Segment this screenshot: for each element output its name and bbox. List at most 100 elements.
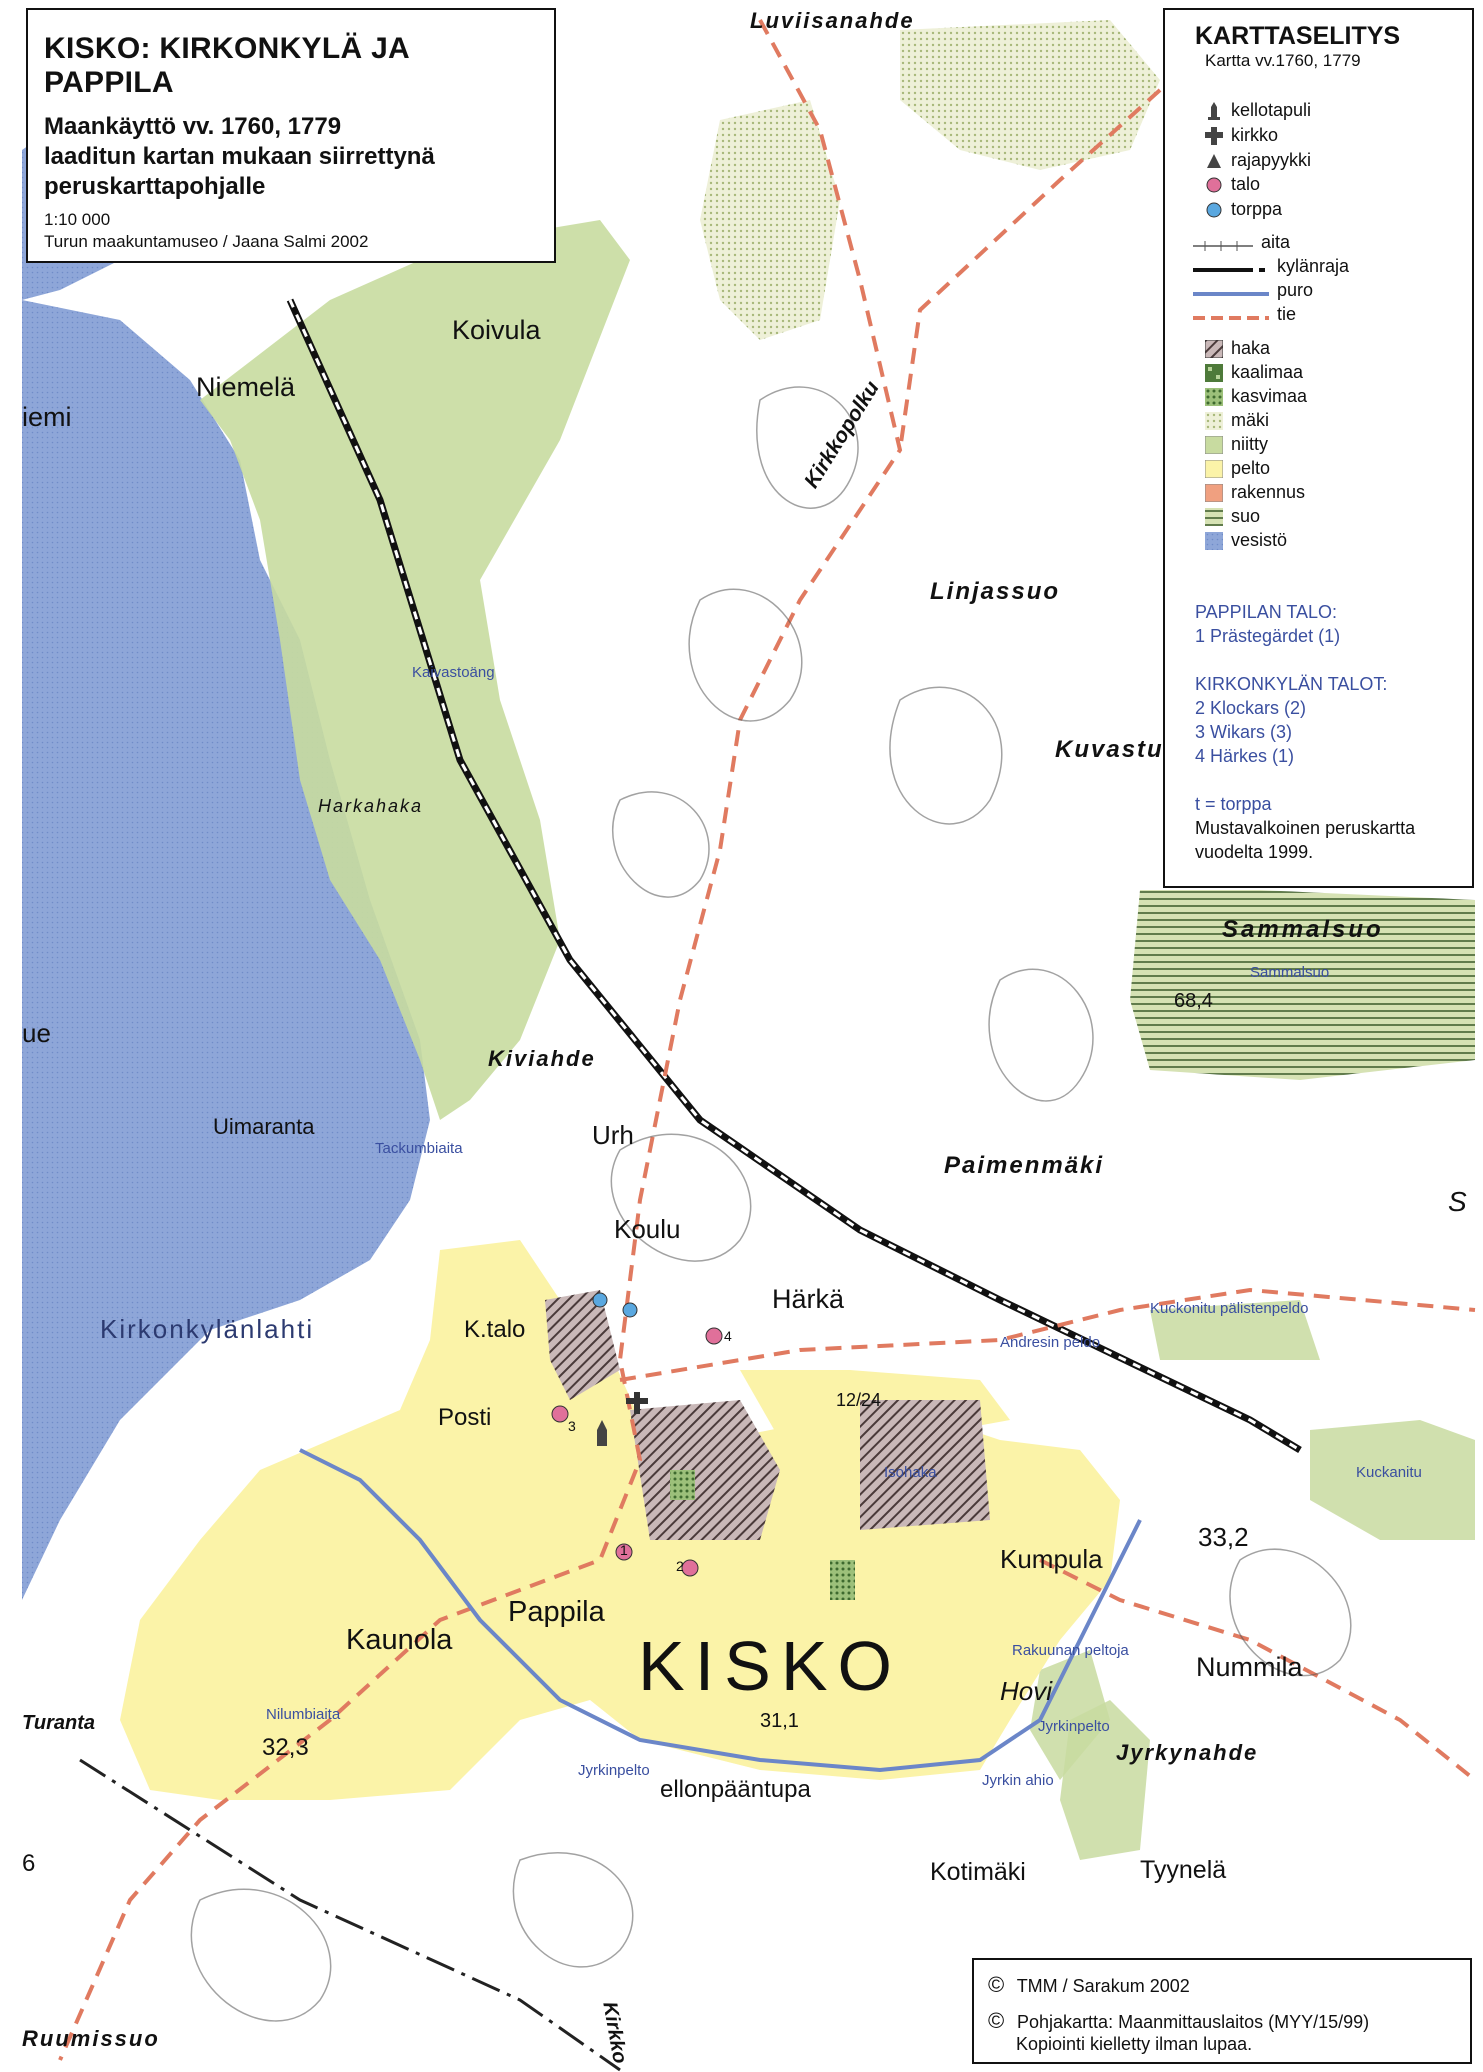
historic-label-jyrkinpelto-west: Jyrkinpelto: [578, 1762, 650, 1779]
stream-line-icon: [1193, 292, 1269, 296]
garden-patch: [830, 1560, 855, 1600]
title-box: KISKO: KIRKONKYLÄ JA PAPPILA Maankäyttö …: [26, 8, 556, 263]
bell-tower-marker: [597, 1420, 607, 1446]
church-marker: [626, 1392, 648, 1414]
map-subtitle-line-1: Maankäyttö vv. 1760, 1779: [44, 113, 342, 140]
historic-label-andresin-peldo: Andresin peldo: [1000, 1334, 1101, 1351]
map-label-uimaranta: Uimaranta: [213, 1114, 315, 1139]
legend-label-maki: mäki: [1231, 410, 1270, 430]
building-swatch-icon: [1205, 484, 1223, 502]
map-label-ue: ue: [22, 1018, 51, 1048]
legend-label-kellotapuli: kellotapuli: [1231, 100, 1312, 120]
historic-label-tackumbiaita: Tackumbiaita: [375, 1140, 463, 1157]
legend-label-rajapyykki: rajapyykki: [1231, 150, 1312, 170]
historic-label-sammalsuo: Sammalsuo: [1250, 964, 1330, 981]
village-border-line: [79, 1758, 621, 2072]
map-label-kiviahde: Kiviahde: [488, 1046, 596, 1071]
copyright-line-3: Kopiointi kielletty ilman lupaa.: [1016, 2034, 1253, 2054]
copyright-line-1: TMM / Sarakum 2002: [1016, 1976, 1190, 1996]
map-label-luviisanahde: Luviisanahde: [750, 8, 915, 33]
pasture-church: [630, 1400, 780, 1540]
fence-line-icon: [1193, 241, 1253, 251]
legend-label-torppa: torppa: [1231, 199, 1283, 219]
map-label-k-talo: K.talo: [464, 1316, 526, 1343]
croft-dot-icon: [1206, 202, 1222, 218]
map-label-urh: Urh: [592, 1120, 634, 1150]
stream-line: [299, 1448, 1142, 1773]
legend-label-aita: aita: [1261, 232, 1291, 252]
garden-patch-2: [670, 1470, 695, 1500]
lake-area: [22, 300, 430, 1600]
house-number-2: 2: [676, 1558, 684, 1574]
map-label-harkahaka: Harkahaka: [318, 796, 424, 816]
legend-pappila-item: 1 Prästegärdet (1): [1195, 626, 1341, 646]
copyright-line-2: Pohjakartta: Maanmittauslaitos (MYY/15/9…: [1017, 2012, 1370, 2032]
croft-marker: [622, 1302, 638, 1318]
meadow-east: [1150, 1300, 1320, 1360]
legend-subheading: Kartta vv.1760, 1779: [1205, 51, 1361, 70]
map-label-tyynela: Tyynelä: [1140, 1856, 1227, 1884]
legend-label-niitty: niitty: [1231, 434, 1269, 454]
map-label-iemi: iemi: [22, 402, 72, 432]
copyright-icon: ©: [988, 1972, 1005, 1997]
meadow-right: [1310, 1420, 1475, 1540]
bog-swatch-icon: [1205, 508, 1223, 526]
house-marker-4: [705, 1327, 723, 1345]
historic-road-east: [619, 1287, 1476, 1382]
legend-label-suo: suo: [1231, 506, 1261, 526]
pasture-isohaka: [860, 1400, 990, 1530]
meadow-area: [200, 220, 630, 1120]
boundary-marker-icon: [1207, 154, 1221, 168]
legend-label-talo: talo: [1231, 174, 1261, 194]
croft-marker: [592, 1292, 608, 1308]
map-label-sammalsuo: Sammalsuo: [1222, 916, 1384, 943]
pasture-north: [545, 1290, 620, 1400]
map-label-elevation-33-2: 33,2: [1198, 1522, 1249, 1552]
map-label-jyrkynahde: Jyrkynahde: [1116, 1740, 1259, 1765]
map-label-elevation-68-4: 68,4: [1174, 990, 1213, 1012]
cabbage-field-swatch-icon: [1205, 364, 1223, 382]
map-label-pappila: Pappila: [508, 1596, 605, 1628]
map-label-paimenmaki: Paimenmäki: [944, 1152, 1105, 1179]
hill-area-ne: [900, 20, 1160, 170]
map-label-koulu: Koulu: [614, 1214, 681, 1244]
map-label-kotimaki: Kotimäki: [930, 1858, 1026, 1886]
map-label-koivula: Koivula: [452, 315, 541, 345]
field-area: [120, 1240, 1120, 1800]
map-label-kaunola: Kaunola: [346, 1624, 453, 1656]
legend-label-kaalimaa: kaalimaa: [1231, 362, 1304, 382]
copyright-box: © TMM / Sarakum 2002 © Pohjakartta: Maan…: [972, 1958, 1472, 2064]
map-credit: Turun maakuntamuseo / Jaana Salmi 2002: [44, 232, 369, 251]
historic-label-isohaka: Isohaka: [884, 1464, 937, 1481]
map-label-12-24: 12/24: [836, 1390, 882, 1410]
historic-road-se: [1039, 1558, 1477, 1782]
road-line-icon: [1193, 316, 1269, 320]
historic-label-nilumbiaita: Nilumbiaita: [266, 1706, 341, 1723]
hill-area-north: [700, 100, 840, 340]
map-label-niemela: Niemelä: [196, 372, 296, 402]
map-label-posti: Posti: [438, 1404, 492, 1431]
map-scale: 1:10 000: [44, 210, 111, 229]
legend-base-note-line-2: vuodelta 1999.: [1195, 842, 1314, 862]
village-border-icon: [1193, 268, 1265, 272]
map-label-elevation-32-3: 32,3: [262, 1734, 309, 1761]
map-label-6: 6: [22, 1850, 36, 1877]
map-label-ruumissuo: Ruumissuo: [22, 2026, 160, 2051]
map-label-kisko: KISKO: [638, 1627, 902, 1705]
copyright-icon: ©: [988, 2008, 1005, 2033]
legend-label-kirkko: kirkko: [1231, 125, 1279, 145]
house-dot-icon: [1206, 177, 1222, 193]
legend-label-vesisto: vesistö: [1231, 530, 1288, 550]
field-swatch-icon: [1205, 460, 1223, 478]
historic-label-kaivastoang: Kaivastoäng: [412, 664, 495, 681]
map-label-turanta: Turanta: [22, 1712, 95, 1734]
railway-line-inner: [288, 299, 1301, 1452]
map-label-s: S: [1448, 1186, 1467, 1217]
map-label-elevation-31-1: 31,1: [760, 1710, 799, 1732]
historic-label-kuckonitu: Kuckonitu pälistenpeldo: [1150, 1300, 1309, 1317]
legend-label-rakennus: rakennus: [1231, 482, 1306, 502]
historic-road: [58, 19, 903, 2061]
legend-kirkonkyla-item: 3 Wikars (3): [1195, 722, 1293, 742]
historic-label-kuckanitu: Kuckanitu: [1356, 1464, 1422, 1481]
